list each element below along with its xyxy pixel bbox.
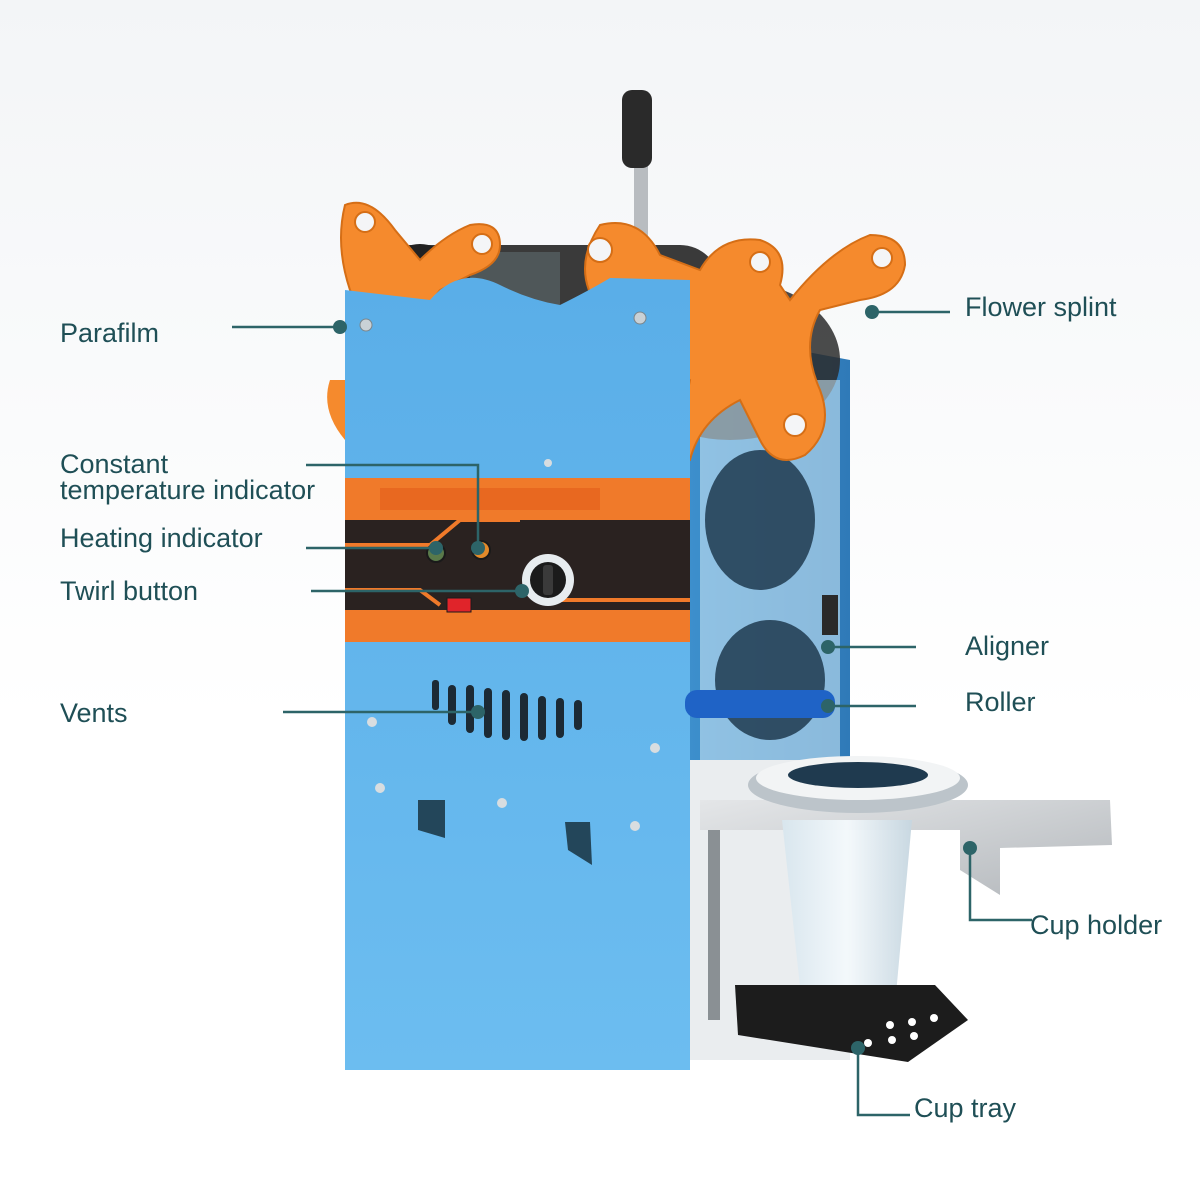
roller xyxy=(685,690,835,718)
panel-slot xyxy=(565,822,592,865)
label-parafilm: Parafilm xyxy=(60,318,160,348)
label-aligner: Aligner xyxy=(965,631,1050,661)
label-heating-indicator: Heating indicator xyxy=(60,523,263,553)
cup-tray[interactable] xyxy=(735,985,968,1062)
label-line: Constant xyxy=(60,449,169,479)
twirl-knob[interactable] xyxy=(522,554,574,606)
label-roller: Roller xyxy=(965,687,1036,717)
film-print xyxy=(705,450,815,590)
label-twirl-button: Twirl button xyxy=(60,576,199,606)
label-cup-tray: Cup tray xyxy=(914,1093,1017,1123)
screw xyxy=(630,821,640,831)
label-cup-holder: Cup holder xyxy=(1030,910,1163,940)
plastic-cup xyxy=(748,756,968,1005)
flower-splint-edge xyxy=(327,380,345,440)
vents xyxy=(432,680,582,741)
label-flower-splint: Flower splint xyxy=(965,292,1117,322)
screw xyxy=(375,783,385,793)
screw xyxy=(497,798,507,808)
control-panel xyxy=(345,478,690,642)
screw xyxy=(359,318,373,332)
screw xyxy=(367,717,377,727)
leader-lines xyxy=(232,310,1032,1117)
aligner[interactable] xyxy=(822,595,838,635)
screw xyxy=(544,459,552,467)
screw xyxy=(633,311,647,325)
screw xyxy=(650,743,660,753)
panel-slot xyxy=(418,800,445,838)
label-constant-temperature-indicator: Constant temperature indicator xyxy=(60,449,316,505)
power-switch[interactable] xyxy=(446,597,472,613)
label-vents: Vents xyxy=(60,698,128,728)
machine-front-body xyxy=(345,277,690,1070)
lift-screw xyxy=(708,820,720,1020)
tray-holes xyxy=(864,1014,938,1047)
leader-dots xyxy=(333,305,977,1055)
film-print xyxy=(715,620,825,740)
label-line: temperature indicator xyxy=(60,475,316,505)
